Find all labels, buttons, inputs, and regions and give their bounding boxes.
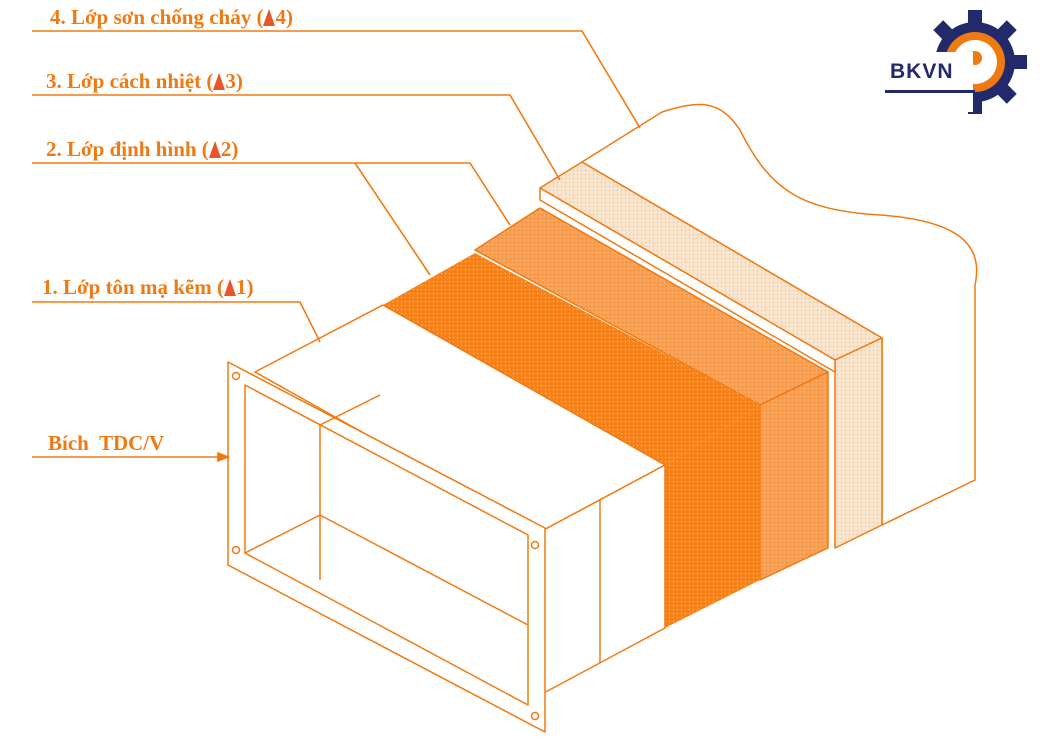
bkvn-logo-text: BKVN xyxy=(890,60,954,83)
layer3-front xyxy=(759,371,829,581)
triangle-icon xyxy=(208,141,221,158)
label-num: 1) xyxy=(235,275,254,299)
layer3-top-edge xyxy=(539,187,836,373)
triangle-icon xyxy=(213,73,226,90)
label-layer1: 1. Lớp tôn mạ kẽm ( 1) xyxy=(42,275,253,300)
label-text: 4. Lớp sơn chống cháy ( xyxy=(50,5,264,29)
label-layer2: 2. Lớp định hình ( 2) xyxy=(46,137,238,162)
label-text: 1. Lớp tôn mạ kẽm ( xyxy=(42,275,224,299)
label-flange: Bích TDC/V xyxy=(48,431,165,455)
leader-lines xyxy=(32,30,641,463)
label-num: 4) xyxy=(275,5,293,29)
layer4-front xyxy=(834,337,883,549)
label-layer3: 3. Lớp cách nhiệt ( 3) xyxy=(46,69,243,94)
flange-opening xyxy=(244,384,529,706)
label-num: 2) xyxy=(220,137,239,161)
label-text: 2. Lớp định hình ( xyxy=(46,137,209,161)
label-num: 3) xyxy=(225,69,243,93)
layer2-side xyxy=(665,405,760,628)
triangle-icon xyxy=(263,9,276,26)
layer2-top xyxy=(383,253,760,465)
label-layer4: 4. Lớp sơn chống cháy ( 4) xyxy=(50,5,293,30)
triangle-icon xyxy=(223,279,236,296)
bkvn-logo-gear xyxy=(885,10,1027,114)
layer4-outline xyxy=(581,103,978,526)
label-text: 3. Lớp cách nhiệt ( xyxy=(46,69,214,93)
